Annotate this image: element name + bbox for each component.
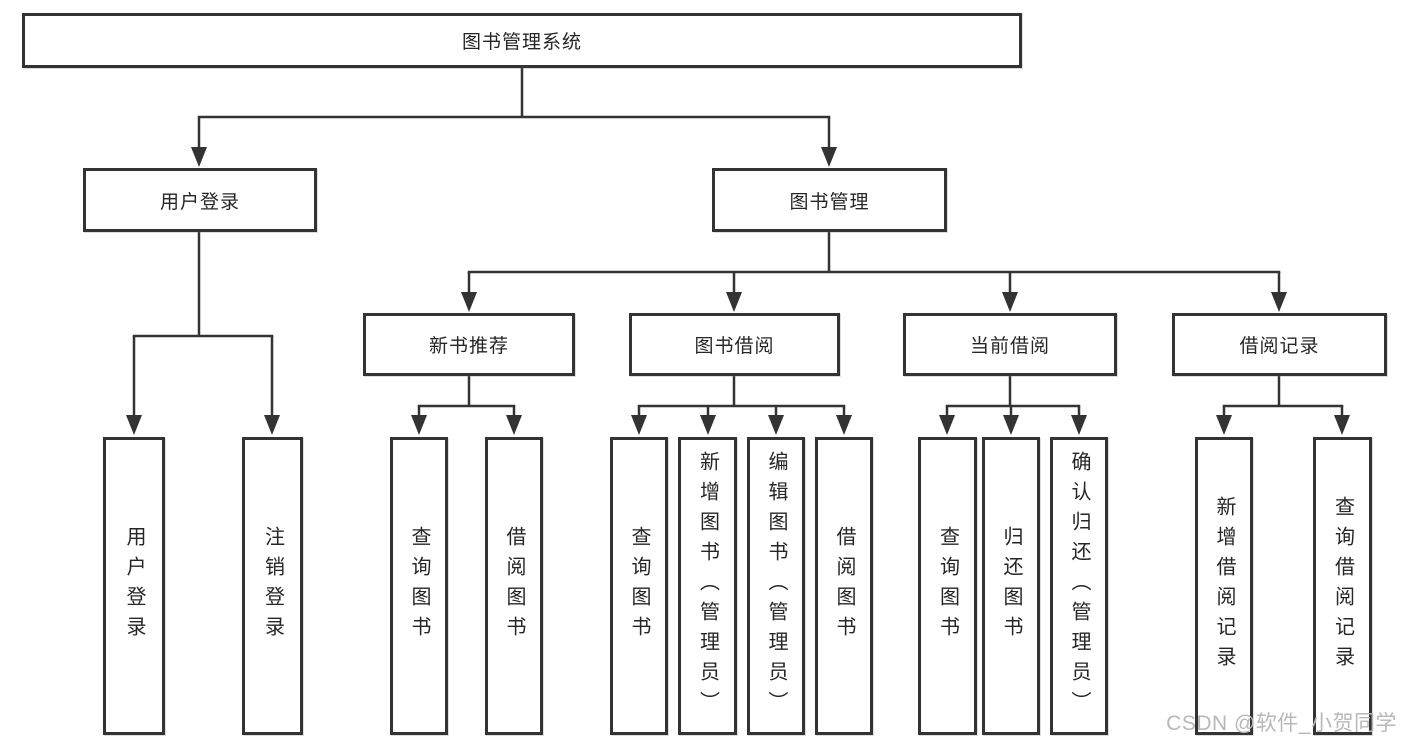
- leaf-borrow-books-recommend-label: 借阅图书: [503, 526, 525, 646]
- node-book-management-label: 图书管理: [789, 191, 870, 213]
- node-book-borrow: 图书借阅: [629, 313, 840, 376]
- leaf-query-books-borrow-label: 查询图书: [628, 526, 650, 646]
- leaf-return-books-label: 归还图书: [1000, 526, 1022, 646]
- leaf-user-login-label: 用户登录: [123, 526, 145, 646]
- node-user-login-label: 用户登录: [159, 191, 240, 213]
- node-root: 图书管理系统: [22, 13, 1022, 68]
- leaf-query-books-current-label: 查询图书: [936, 526, 959, 646]
- node-current-borrow-label: 当前借阅: [969, 336, 1050, 357]
- leaf-query-borrow-record-label: 查询借阅记录: [1331, 496, 1354, 676]
- leaf-edit-book-admin: 编辑图书（管理员）: [747, 437, 805, 735]
- leaf-query-books-current: 查询图书: [918, 437, 977, 735]
- leaf-query-borrow-record: 查询借阅记录: [1313, 437, 1372, 735]
- leaf-logout-label: 注销登录: [261, 526, 284, 646]
- leaf-query-books-recommend-label: 查询图书: [408, 526, 430, 646]
- node-new-book-recommend: 新书推荐: [363, 313, 575, 376]
- leaf-user-login: 用户登录: [103, 437, 165, 735]
- leaf-borrow-books: 借阅图书: [815, 437, 873, 735]
- node-borrow-records: 借阅记录: [1172, 313, 1387, 376]
- node-book-management: 图书管理: [712, 168, 947, 232]
- node-user-login: 用户登录: [83, 168, 317, 232]
- node-current-borrow: 当前借阅: [903, 313, 1117, 376]
- leaf-query-books-borrow: 查询图书: [610, 437, 668, 735]
- node-root-label: 图书管理系统: [461, 32, 582, 53]
- leaf-add-book-admin: 新增图书（管理员）: [678, 437, 737, 735]
- leaf-add-borrow-record: 新增借阅记录: [1195, 437, 1253, 735]
- leaf-confirm-return-admin-label: 确认归还（管理员）: [1068, 451, 1090, 721]
- leaf-return-books: 归还图书: [982, 437, 1040, 735]
- leaf-add-book-admin-label: 新增图书（管理员）: [696, 451, 719, 721]
- leaf-add-borrow-record-label: 新增借阅记录: [1213, 496, 1235, 676]
- node-borrow-records-label: 借阅记录: [1239, 336, 1320, 357]
- node-new-book-recommend-label: 新书推荐: [428, 336, 509, 357]
- leaf-query-books-recommend: 查询图书: [390, 437, 448, 735]
- node-book-borrow-label: 图书借阅: [694, 336, 775, 357]
- leaf-edit-book-admin-label: 编辑图书（管理员）: [765, 451, 787, 721]
- leaf-borrow-books-recommend: 借阅图书: [485, 437, 543, 735]
- leaf-borrow-books-label: 借阅图书: [833, 526, 855, 646]
- leaf-confirm-return-admin: 确认归还（管理员）: [1050, 437, 1108, 735]
- leaf-logout: 注销登录: [242, 437, 303, 735]
